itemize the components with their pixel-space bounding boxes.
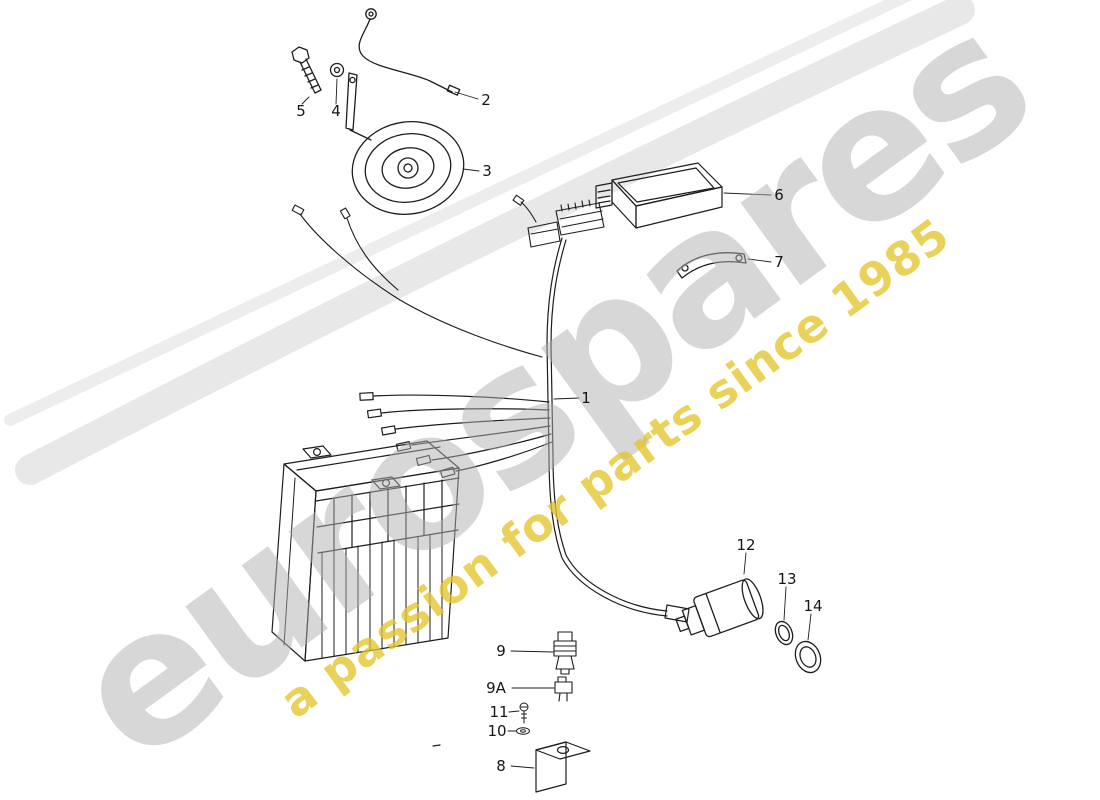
- harness-connector-a-drawing: [555, 199, 605, 236]
- horn-bracket-drawing: [345, 72, 372, 141]
- part-label-14: 14: [803, 597, 823, 615]
- bolt-5-drawing: [291, 46, 322, 94]
- part-label-10: 10: [487, 722, 507, 740]
- sensor-9-drawing: [553, 631, 577, 675]
- washer-4-drawing: [329, 62, 345, 78]
- connector-9a-drawing: [554, 676, 573, 702]
- leader-lines: [301, 78, 812, 769]
- part-label-4: 4: [331, 102, 341, 120]
- strap-7-drawing: [676, 252, 747, 279]
- part-label-2: 2: [481, 91, 491, 109]
- part-label-13: 13: [777, 570, 797, 588]
- part-label-5: 5: [296, 102, 306, 120]
- washer-10-drawing: [516, 727, 530, 735]
- wiring-harness-1-drawing: [359, 237, 690, 623]
- harness-connector-b-drawing: [512, 194, 561, 248]
- seal-ring-13-drawing: [774, 620, 794, 646]
- horn-3-drawing: [351, 121, 465, 215]
- part-label-9: 9: [496, 642, 506, 660]
- control-unit-6-drawing: [595, 162, 723, 229]
- part-label-8: 8: [496, 757, 506, 775]
- part-label-7: 7: [774, 253, 784, 271]
- part-label-3: 3: [482, 162, 492, 180]
- seal-ring-14-drawing: [794, 640, 822, 674]
- part-label-12: 12: [736, 536, 756, 554]
- part-label-9a: 9A: [486, 679, 506, 697]
- bracket-8-drawing: [432, 741, 591, 793]
- part-label-1: 1: [581, 389, 591, 407]
- part-label-6: 6: [774, 186, 784, 204]
- part-label-11: 11: [489, 703, 509, 721]
- battery-drawing: [271, 440, 460, 662]
- screw-11-drawing: [519, 702, 529, 724]
- solenoid-12-drawing: [675, 578, 764, 638]
- ground-cable-2-drawing: [358, 8, 461, 96]
- harness-left-wires-drawing: [291, 204, 543, 358]
